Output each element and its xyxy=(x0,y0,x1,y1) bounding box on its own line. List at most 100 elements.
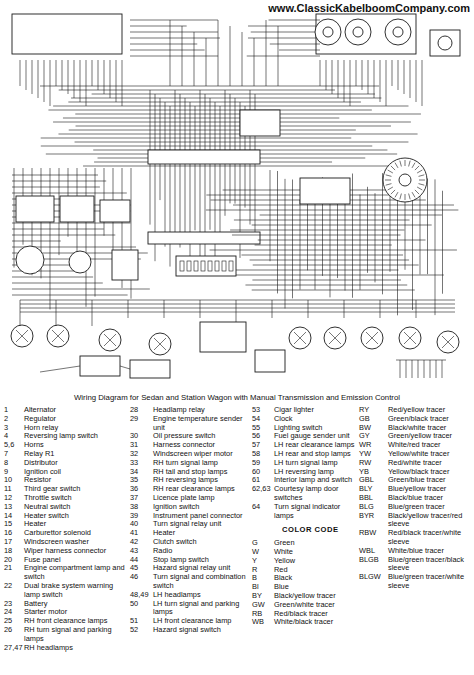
fuse-panel xyxy=(176,256,236,276)
callout-number: 29 xyxy=(130,415,151,424)
callout-number: 56 xyxy=(252,432,272,441)
part-name: Clutch switch xyxy=(153,538,251,547)
wire xyxy=(251,32,320,33)
wire xyxy=(417,170,422,173)
part-name: White xyxy=(274,548,360,557)
wire xyxy=(75,142,409,143)
part-name: Turn signal and combination switch xyxy=(153,573,251,591)
wire xyxy=(397,185,398,315)
callout-number: 27,47 xyxy=(4,644,22,653)
wire xyxy=(20,300,455,301)
callout-number: BLGB xyxy=(359,556,386,565)
wire xyxy=(50,60,51,106)
callout-number: 15 xyxy=(4,520,22,529)
part-name: Horns xyxy=(24,441,128,450)
callout-number: 51 xyxy=(130,617,151,626)
part-name: Courtesy lamp door switches xyxy=(274,485,360,503)
wire xyxy=(20,312,455,313)
part-name: Engine temperature sender unit xyxy=(153,415,251,433)
wire xyxy=(170,20,171,86)
part-name: LH turn signal lamp xyxy=(274,459,360,468)
wire xyxy=(40,86,379,87)
callout-number: 55 xyxy=(252,424,272,433)
callout-number: 7 xyxy=(4,450,22,459)
part-name: Heater switch xyxy=(24,512,128,521)
wire xyxy=(38,60,39,98)
callout-number: G xyxy=(252,539,272,548)
wire xyxy=(412,192,415,197)
callout-number: YW xyxy=(359,450,386,459)
wire xyxy=(56,60,57,86)
wire xyxy=(53,122,411,123)
wire xyxy=(206,275,444,276)
wire xyxy=(12,289,150,290)
wire xyxy=(12,229,104,230)
wire xyxy=(74,60,75,98)
wire xyxy=(154,338,166,350)
wire xyxy=(419,175,425,177)
wire xyxy=(442,191,443,294)
wire xyxy=(417,187,422,190)
callout-number: 23 xyxy=(4,600,22,609)
regulator-box xyxy=(60,196,94,222)
part-name: LH reversing lamp xyxy=(274,468,360,477)
wire xyxy=(130,26,187,27)
wire xyxy=(405,160,406,166)
callout-number: 43 xyxy=(130,547,151,556)
part-name: RH reversing lamps xyxy=(153,476,251,485)
callout-number: 30 xyxy=(130,432,151,441)
wire xyxy=(406,360,407,378)
wire xyxy=(58,134,417,135)
part-name: LH front clearance lamp xyxy=(153,617,251,626)
wire xyxy=(12,295,128,296)
callout-number: RB xyxy=(252,610,272,619)
wire xyxy=(270,170,271,261)
part-name: Starter motor xyxy=(24,608,128,617)
wire xyxy=(56,318,57,326)
part-name: Windscreen wiper motor xyxy=(153,450,251,459)
callout-number: 37 xyxy=(130,494,151,503)
part-name: Hazard signal relay unit xyxy=(153,564,251,573)
wire xyxy=(412,360,413,378)
wire xyxy=(272,300,273,318)
part-name: Harness connector xyxy=(153,441,251,450)
part-name: Fuel gauge sender unit xyxy=(274,432,360,441)
wire xyxy=(419,184,425,186)
callout-number: BYR xyxy=(359,512,386,521)
callout-number: 17 xyxy=(4,538,22,547)
callout-number: 42 xyxy=(130,538,151,547)
part-name: Red/white tracer xyxy=(388,459,470,468)
wire xyxy=(294,332,306,344)
callout-number: 22 xyxy=(4,582,22,591)
callout-number: BBL xyxy=(359,494,386,503)
wire xyxy=(104,334,116,346)
wire xyxy=(380,300,381,318)
part-name: Relay R1 xyxy=(24,450,128,459)
wire xyxy=(415,190,419,194)
callout-number: 35 xyxy=(130,476,151,485)
wire xyxy=(41,146,372,147)
wire xyxy=(44,60,45,102)
wire xyxy=(388,187,393,190)
wire xyxy=(405,194,406,200)
wire xyxy=(332,60,333,94)
part-name: Carburettor solenoid xyxy=(24,529,128,538)
wire xyxy=(230,26,231,86)
wire xyxy=(206,38,207,86)
part-name: Blue xyxy=(274,583,360,592)
part-name: Black/blue tracer xyxy=(388,494,470,503)
battery-symbol xyxy=(80,356,120,376)
wire xyxy=(260,215,442,216)
wire xyxy=(416,60,417,102)
callout-number: 61 xyxy=(252,476,272,485)
callout-number: RBW xyxy=(359,529,386,538)
wire xyxy=(344,60,345,102)
wire xyxy=(233,205,454,206)
wire xyxy=(116,60,117,102)
callout-number: 44 xyxy=(130,556,151,565)
wire xyxy=(92,60,93,86)
alternator-symbol xyxy=(16,246,44,274)
fuse xyxy=(215,261,219,271)
part-name: Green xyxy=(274,539,360,548)
wire xyxy=(154,338,166,350)
